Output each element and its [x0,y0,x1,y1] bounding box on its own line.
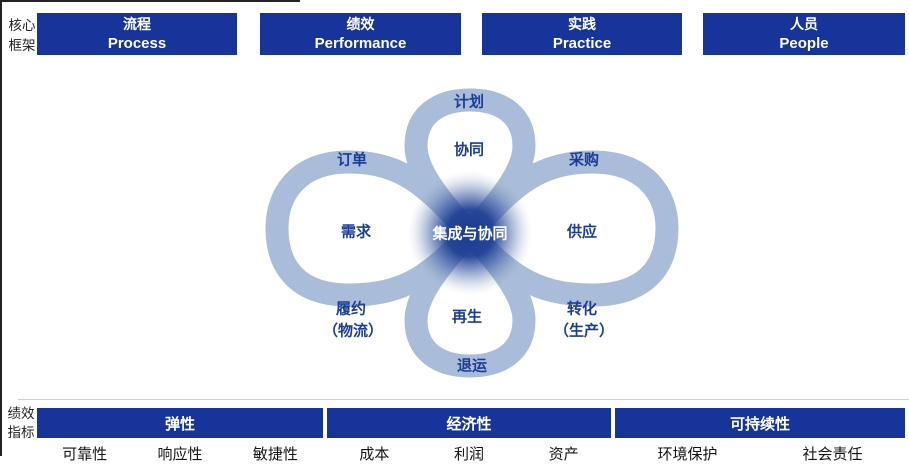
flower-label-fulfillment: 履约 [335,300,367,318]
banner-performance: 绩效 Performance [260,13,461,55]
flower-label-procurement: 采购 [568,151,600,169]
petal-top [404,88,536,245]
petal-right [458,150,679,307]
frame-edge-left [0,0,2,456]
footer-metrics-economy: 成本 利润 资产 [327,442,611,464]
footer-bar-sustainability-label: 可持续性 [729,415,790,433]
banner-practice-zh: 实践 [568,15,596,32]
flower-label-production: （生产） [553,322,615,340]
metric-profit: 利润 [453,445,484,463]
metric-assets: 资产 [548,445,579,463]
metric-agility: 敏捷性 [252,445,298,463]
flower-label-return: 退运 [456,357,488,375]
flower-label-transformation: 转化 [566,300,598,318]
footer-bar-economy: 经济性 [327,408,611,438]
footer-metrics-sustainability: 环境保护 社会责任 [615,442,905,464]
footer-bar-economy-label: 经济性 [446,415,492,433]
footer-bar-sustainability: 可持续性 [615,408,905,438]
core-framework-line1: 核心 [8,18,36,33]
performance-metrics-label: 绩效 指标 [4,404,38,442]
banner-practice: 实践 Practice [482,13,682,55]
metric-responsiveness: 响应性 [157,445,203,463]
banner-process: 流程 Process [37,13,237,55]
banner-process-zh: 流程 [123,15,151,32]
flower-label-supply: 供应 [566,223,598,241]
flower-label-demand: 需求 [340,223,372,241]
performance-metrics-line2: 指标 [7,425,35,440]
banner-performance-en: Performance [314,34,407,52]
footer-metrics-resilience: 可靠性 响应性 敏捷性 [37,442,323,464]
performance-metrics-line1: 绩效 [7,406,35,421]
flower-label-regeneration: 再生 [451,308,483,326]
banner-people-en: People [779,34,829,52]
banner-people-zh: 人员 [790,15,818,32]
flower-label-order: 订单 [336,151,368,169]
flower-label-plan: 计划 [453,93,485,111]
core-framework-line2: 框架 [8,38,36,53]
flower-label-logistics: （物流） [322,322,384,340]
banner-people: 人员 People [703,13,905,55]
metric-environment: 环境保护 [657,445,718,463]
metric-reliability: 可靠性 [62,445,108,463]
petal-bottom [404,221,536,378]
flower-center-label: 集成与协同 [432,225,508,243]
banner-practice-en: Practice [552,34,612,52]
metric-social-responsibility: 社会责任 [802,445,863,463]
core-framework-label: 核心 框架 [5,16,39,56]
footer-separator-line [18,399,909,400]
footer-bar-resilience: 弹性 [37,408,323,438]
footer-bar-resilience-label: 弹性 [164,415,195,433]
frame-edge-top [0,0,300,2]
metric-cost: 成本 [359,445,390,463]
banner-performance-zh: 绩效 [346,15,375,32]
integration-core-glow [408,171,532,295]
flower-label-collaboration: 协同 [453,141,485,159]
banner-process-en: Process [107,34,167,52]
petal-left [265,150,482,307]
